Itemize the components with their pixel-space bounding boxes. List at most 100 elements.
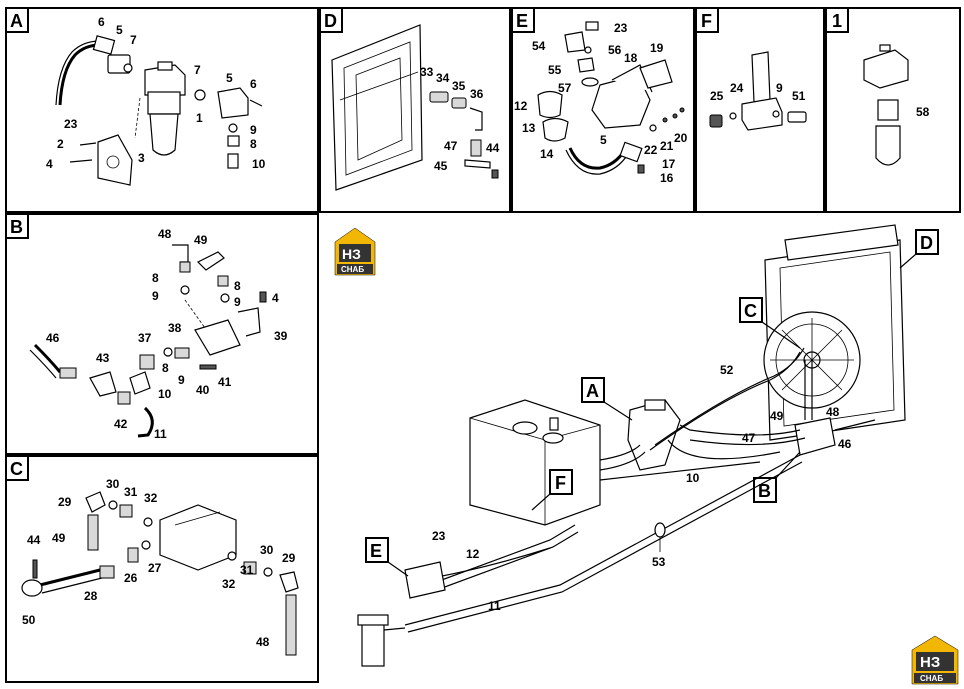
svg-text:5: 5 [600, 133, 607, 147]
svg-text:50: 50 [22, 613, 36, 627]
section-label-e: E [511, 7, 535, 33]
callout-a: A [581, 377, 633, 421]
svg-text:29: 29 [58, 495, 72, 509]
svg-text:3: 3 [138, 151, 145, 165]
svg-text:11: 11 [154, 427, 167, 441]
svg-text:41: 41 [218, 375, 232, 389]
svg-text:29: 29 [282, 551, 296, 565]
svg-text:11: 11 [488, 599, 501, 613]
panel-f-labels: 25 24 9 51 [710, 81, 806, 103]
svg-text:24: 24 [730, 81, 744, 95]
svg-text:A: A [10, 11, 23, 31]
svg-text:9: 9 [776, 81, 783, 95]
svg-text:58: 58 [916, 105, 930, 119]
svg-text:26: 26 [124, 571, 138, 585]
panel-f-frame [695, 7, 825, 213]
svg-text:48: 48 [158, 227, 172, 241]
svg-text:57: 57 [558, 81, 572, 95]
svg-text:4: 4 [46, 157, 53, 171]
svg-text:4: 4 [272, 291, 279, 305]
svg-text:12: 12 [514, 99, 528, 113]
svg-text:8: 8 [162, 361, 169, 375]
svg-text:B: B [10, 217, 23, 237]
panel-1-frame [825, 7, 961, 213]
svg-text:31: 31 [124, 485, 138, 499]
svg-text:F: F [555, 473, 566, 493]
svg-text:8: 8 [250, 137, 257, 151]
svg-text:18: 18 [624, 51, 638, 65]
panel-a-drawing [55, 35, 263, 186]
svg-text:F: F [701, 11, 712, 31]
panel-e-frame [511, 7, 695, 213]
callout-f: F [531, 469, 573, 511]
section-label-f: F [695, 7, 719, 33]
svg-text:7: 7 [130, 33, 137, 47]
svg-text:B: B [758, 481, 771, 501]
section-label-c: C [5, 455, 29, 481]
svg-text:51: 51 [792, 89, 806, 103]
svg-text:37: 37 [138, 331, 152, 345]
svg-text:46: 46 [46, 331, 60, 345]
svg-text:12: 12 [466, 547, 480, 561]
svg-text:6: 6 [250, 77, 257, 91]
svg-text:52: 52 [720, 363, 734, 377]
svg-text:56: 56 [608, 43, 622, 57]
svg-text:48: 48 [256, 635, 270, 649]
svg-text:49: 49 [770, 409, 784, 423]
panel-e-drawing [537, 21, 685, 175]
callout-b: B [753, 451, 801, 503]
panel-c-frame [5, 455, 319, 683]
section-label-b: B [5, 213, 29, 239]
svg-text:A: A [586, 381, 599, 401]
svg-text:10: 10 [252, 157, 266, 171]
svg-text:34: 34 [436, 71, 450, 85]
panel-d-labels: 33 34 35 36 47 44 45 [420, 65, 500, 173]
svg-text:46: 46 [838, 437, 852, 451]
svg-text:21: 21 [660, 139, 674, 153]
svg-text:42: 42 [114, 417, 128, 431]
svg-text:49: 49 [52, 531, 66, 545]
svg-text:20: 20 [674, 131, 688, 145]
svg-text:47: 47 [444, 139, 458, 153]
main-labels: 52 49 48 47 46 10 23 12 11 53 [432, 363, 852, 613]
main-drawing [357, 224, 906, 667]
svg-text:НЗ: НЗ [920, 654, 940, 671]
logo-top: НЗ СНАБ [334, 227, 376, 276]
svg-text:8: 8 [152, 271, 159, 285]
svg-text:39: 39 [274, 329, 288, 343]
panel-b-labels: 48 49 8 8 9 9 4 38 39 37 46 43 8 9 40 41… [46, 227, 288, 441]
svg-text:2: 2 [57, 137, 64, 151]
panel-c-drawing [21, 491, 299, 656]
svg-text:49: 49 [194, 233, 208, 247]
svg-text:19: 19 [650, 41, 664, 55]
svg-text:54: 54 [532, 39, 546, 53]
svg-text:55: 55 [548, 63, 562, 77]
svg-text:27: 27 [148, 561, 162, 575]
svg-text:D: D [324, 11, 337, 31]
svg-text:36: 36 [470, 87, 484, 101]
svg-text:6: 6 [98, 15, 105, 29]
svg-text:5: 5 [226, 71, 233, 85]
section-label-a: A [5, 7, 29, 33]
svg-text:33: 33 [420, 65, 434, 79]
panel-a-frame [5, 7, 319, 213]
svg-text:13: 13 [522, 121, 536, 135]
logo-bottom: НЗ СНАБ [911, 635, 959, 685]
svg-text:43: 43 [96, 351, 110, 365]
svg-text:23: 23 [614, 21, 628, 35]
svg-text:5: 5 [116, 23, 123, 37]
svg-text:35: 35 [452, 79, 466, 93]
svg-text:E: E [370, 541, 382, 561]
section-label-d: D [319, 7, 343, 33]
panel-f-drawing [709, 51, 807, 131]
svg-text:9: 9 [152, 289, 159, 303]
panel-d-frame [319, 7, 511, 213]
svg-text:НЗ: НЗ [342, 246, 361, 262]
panel-b-frame [5, 213, 319, 455]
svg-text:28: 28 [84, 589, 98, 603]
svg-text:1: 1 [832, 11, 842, 31]
svg-text:30: 30 [106, 477, 120, 491]
svg-text:53: 53 [652, 555, 666, 569]
panel-e-labels: 23 54 56 18 19 55 57 12 13 5 22 21 20 14… [514, 21, 688, 185]
panel-1-labels: 58 [916, 105, 930, 119]
